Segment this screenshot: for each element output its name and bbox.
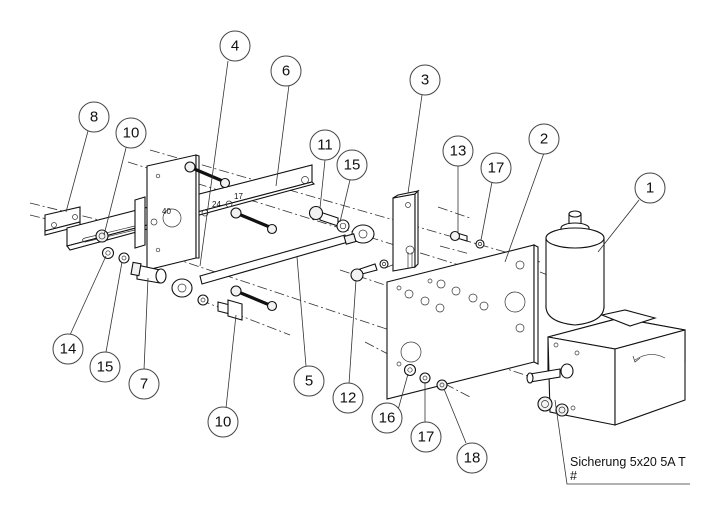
callout-11: 11 — [309, 129, 341, 161]
callout-3: 3 — [409, 64, 441, 96]
center-line — [439, 245, 471, 255]
callout-17-bottom: 17 — [410, 421, 442, 453]
callout-17-top: 17 — [480, 152, 512, 184]
svg-text:10: 10 — [215, 414, 232, 431]
callout-18: 18 — [456, 442, 488, 474]
svg-text:7: 7 — [140, 376, 148, 393]
center-line — [149, 149, 541, 263]
svg-text:15: 15 — [344, 157, 361, 174]
part-10-bolt-bottom — [197, 294, 243, 321]
center-line — [199, 299, 291, 336]
washers-16-17-18 — [403, 363, 448, 391]
washers-14-15 — [101, 246, 130, 264]
callout-leaders — [65, 60, 640, 444]
svg-text:6: 6 — [282, 63, 290, 80]
svg-text:10: 10 — [123, 125, 140, 142]
callout-2: 2 — [528, 123, 560, 155]
svg-text:15: 15 — [97, 359, 114, 376]
hole-label-17: 17 — [234, 192, 243, 201]
threaded-studs — [184, 161, 278, 312]
part-12-screw — [350, 259, 389, 282]
callout-12: 12 — [332, 382, 364, 414]
part-4-back-plate: 40 24 17 — [134, 154, 243, 271]
hole-label-24: 24 — [212, 200, 221, 209]
callout-4: 4 — [219, 30, 251, 62]
fuse-note-leader — [554, 399, 690, 485]
svg-text:2: 2 — [540, 131, 548, 148]
callout-8: 8 — [78, 101, 110, 133]
svg-text:1: 1 — [646, 180, 654, 197]
callout-13: 13 — [442, 135, 474, 167]
svg-text:8: 8 — [90, 109, 98, 126]
callout-16: 16 — [371, 402, 403, 434]
svg-text:17: 17 — [488, 160, 505, 177]
svg-text:14: 14 — [60, 341, 77, 358]
svg-text:11: 11 — [317, 137, 333, 154]
center-line — [437, 206, 471, 219]
part-7-spacer — [130, 261, 167, 284]
center-line — [539, 271, 561, 281]
callout-10-top: 10 — [115, 117, 147, 149]
callout-7: 7 — [128, 368, 160, 400]
svg-text:17: 17 — [418, 429, 435, 446]
svg-text:18: 18 — [464, 450, 481, 467]
callout-15-right: 15 — [336, 149, 368, 181]
svg-text:13: 13 — [450, 143, 467, 160]
part-11-bolt — [308, 205, 350, 233]
callouts: 1 2 3 4 5 6 7 8 10 10 11 12 13 14 15 15 … — [52, 30, 666, 474]
fuse-note: Sicherung 5x20 5A T # — [570, 455, 686, 483]
svg-text:5: 5 — [305, 373, 313, 390]
fuse-note-line2: # — [570, 469, 577, 483]
svg-text:3: 3 — [421, 72, 429, 89]
callout-10-bottom: 10 — [207, 406, 239, 438]
callout-5: 5 — [293, 365, 325, 397]
fuse-note-line1: Sicherung 5x20 5A T — [570, 455, 686, 469]
svg-text:12: 12 — [340, 390, 357, 407]
part-10-screw-top — [95, 229, 109, 243]
svg-text:4: 4 — [231, 38, 239, 55]
part-13-screw — [449, 230, 485, 249]
part-5-rod — [171, 224, 375, 298]
svg-text:16: 16 — [379, 410, 396, 427]
part-2-mounting-plate — [386, 244, 539, 400]
part-3-block — [392, 189, 420, 272]
callout-15-left: 15 — [89, 351, 121, 383]
hole-label-40: 40 — [162, 207, 171, 216]
callout-6: 6 — [270, 55, 302, 87]
part-1-motor — [526, 210, 686, 426]
callout-14: 14 — [52, 333, 84, 365]
callout-1: 1 — [634, 172, 666, 204]
